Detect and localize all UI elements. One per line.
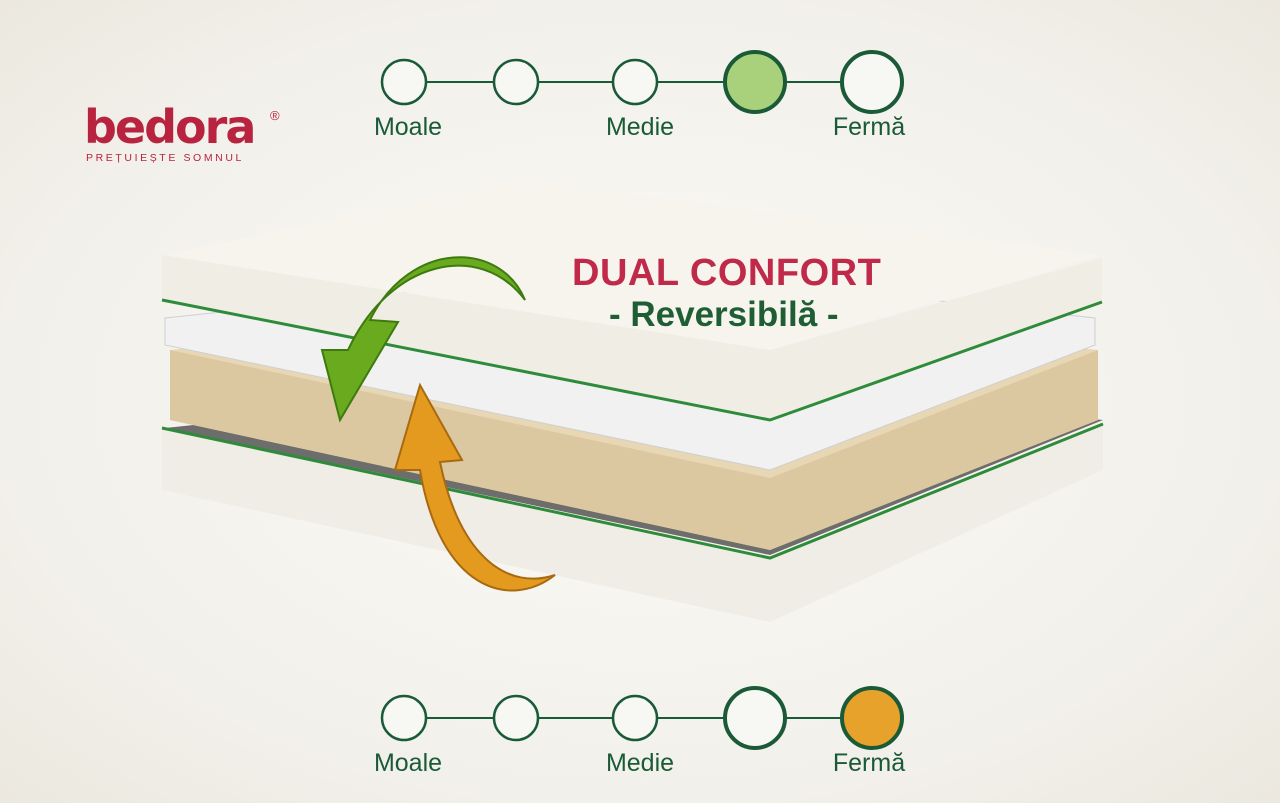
scale-label-medium: Medie [605, 113, 675, 141]
firmness-level-3 [611, 694, 659, 742]
bottom-cover-side [162, 424, 1103, 622]
firmness-level-1 [380, 58, 428, 106]
scale-label-soft: Moale [373, 113, 443, 141]
scale-label-firm: Fermă [832, 749, 906, 777]
bottom-piping [161, 422, 1104, 560]
firmness-level-4 [723, 686, 787, 750]
firmness-level-5-selected [840, 686, 904, 750]
logo-wordmark: bedora [84, 100, 256, 154]
registered-mark: ® [270, 108, 280, 123]
firmness-level-2 [492, 58, 540, 106]
green-flip-arrow-icon [320, 256, 526, 423]
firmness-scale-bottom: Moale Medie Fermă [0, 676, 1280, 786]
firmness-level-2 [492, 694, 540, 742]
orange-flip-arrow-icon [393, 382, 556, 592]
scale-label-soft: Moale [373, 749, 443, 777]
logo-tagline: PREȚUIEȘTE SOMNUL [86, 152, 244, 164]
firmness-level-4-selected [723, 50, 787, 114]
headline-title: DUAL CONFORT [572, 252, 882, 294]
firmness-level-1 [380, 694, 428, 742]
firmness-level-3 [611, 58, 659, 106]
top-cover-side [162, 255, 1102, 420]
firmness-level-5 [840, 50, 904, 114]
top-cover-top [165, 180, 1100, 350]
headline-subtitle: - Reversibilă - [609, 295, 839, 334]
scale-label-firm: Fermă [832, 113, 906, 141]
scale-label-medium: Medie [605, 749, 675, 777]
brand-logo: bedora ® PREȚUIEȘTE SOMNUL [84, 100, 280, 164]
firmness-scale-top: Moale Medie Fermă [0, 40, 1280, 150]
